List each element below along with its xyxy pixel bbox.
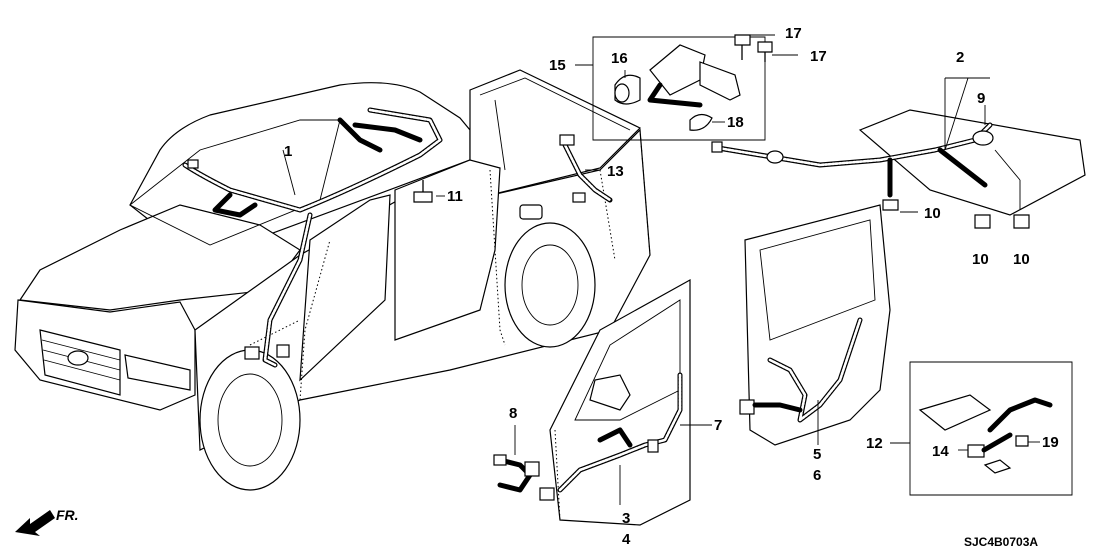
callout-5: 5	[813, 446, 821, 463]
bed-harness-graphic	[559, 134, 613, 203]
kit-box-graphic	[890, 361, 1073, 496]
callout-10a: 10	[924, 205, 941, 222]
callout-17a: 17	[785, 25, 802, 42]
callout-11: 11	[447, 188, 463, 205]
roof-harness-graphic	[182, 107, 443, 368]
callout-6: 6	[813, 467, 821, 484]
camera-assembly-box	[575, 34, 798, 141]
callout-13: 13	[607, 163, 624, 180]
callout-18: 18	[727, 114, 744, 131]
front-door-graphic	[493, 278, 712, 526]
bolt-11-graphic	[413, 180, 433, 203]
callout-8: 8	[509, 405, 517, 422]
diagram-code: SJC4B0703A	[964, 535, 1038, 549]
callout-7: 7	[714, 417, 722, 434]
callout-14: 14	[932, 443, 949, 460]
callout-3: 3	[622, 510, 630, 527]
rear-door-graphic	[739, 204, 891, 446]
callout-10b: 10	[972, 251, 989, 268]
callout-4: 4	[622, 531, 631, 548]
callout-9: 9	[977, 90, 985, 107]
callout-17b: 17	[810, 48, 827, 65]
callout-1: 1	[284, 143, 292, 160]
callout-19: 19	[1042, 434, 1059, 451]
front-direction-arrow	[15, 510, 55, 536]
callout-15: 15	[549, 57, 566, 74]
callout-16: 16	[611, 50, 628, 67]
callout-10c: 10	[1013, 251, 1030, 268]
direction-label: FR.	[56, 507, 79, 523]
callout-2: 2	[956, 49, 964, 66]
callout-12: 12	[866, 435, 883, 452]
tailgate-harness-graphic	[711, 77, 1086, 229]
truck-illustration	[14, 69, 651, 491]
